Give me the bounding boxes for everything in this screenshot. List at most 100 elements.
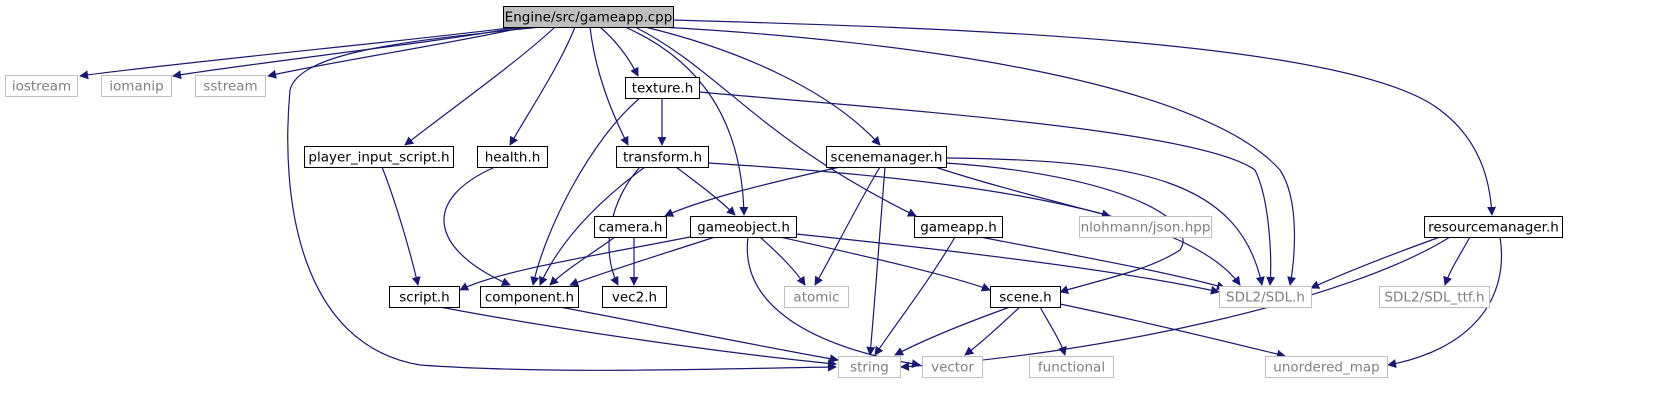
node-transform-h[interactable]: transform.h [616,146,709,168]
edge-texture-h-to-component-h [530,97,641,286]
edge-scenemanager-h-to-camera-h [664,166,841,217]
node-label: camera.h [599,220,663,236]
nodes-layer: Engine/src/gameapp.cpp iostream iomanip sst… [5,6,1563,378]
edge-player-input-script-h-to-script-h [381,166,421,286]
node-label: scenemanager.h [831,150,943,166]
node-box [304,146,454,168]
node-label: texture.h [632,81,694,97]
edge-component-h-to-string [559,306,839,364]
node-box [826,146,947,168]
node-sstream: sstream [195,75,266,97]
node-label: atomic [793,290,839,306]
node-component-h[interactable]: component.h [480,286,579,308]
edge-gameobject-h-to-script-h [459,234,701,291]
node-label: component.h [485,290,574,306]
node-label: functional [1038,360,1105,376]
edge-gameapp-h-to-sdl-h [979,236,1226,291]
node-box [616,146,709,168]
edge-scenemanager-h-to-scene-h [945,162,1184,294]
node-box [480,286,579,308]
edge-script-h-to-string [439,306,837,368]
node-atomic: atomic [784,286,849,308]
node-player-input-script-h[interactable]: player_input_script.h [304,146,454,168]
edge-gameapp-cpp-to-health-h [509,26,576,146]
node-label: resourcemanager.h [1428,220,1559,236]
edge-gameapp-cpp-to-texture-h [599,26,639,77]
node-label: Engine/src/gameapp.cpp [505,10,673,26]
edge-gameapp-cpp-to-string [287,26,837,372]
node-box [1219,286,1312,308]
node-box [838,356,901,378]
edge-gameapp-cpp-to-player-input-script-h [404,26,556,146]
node-box [503,6,674,28]
edge-gameobject-h-to-scene-h [779,236,991,292]
edges-layer [79,19,1502,372]
node-script-h[interactable]: script.h [389,286,460,308]
edge-gameobject-h-to-sdl-h [795,233,1220,295]
node-gameapp-h[interactable]: gameapp.h [914,216,1003,238]
node-label: scene.h [999,290,1051,306]
node-box [5,75,78,97]
edge-gameapp-cpp-to-transform-h [589,26,629,146]
edge-scene-h-to-unordered-map [1059,303,1286,359]
node-label: player_input_script.h [308,150,449,166]
edge-scenemanager-h-to-sdl-h [945,157,1265,286]
node-scene-h[interactable]: scene.h [990,286,1061,308]
node-texture-h[interactable]: texture.h [625,77,700,99]
edge-transform-h-to-gameobject-h [675,166,736,216]
edge-gameapp-h-to-string [874,236,956,356]
node-box [594,216,667,238]
node-label: health.h [485,150,541,166]
node-label: iomanip [109,79,163,95]
node-scenemanager-h[interactable]: scenemanager.h [826,146,947,168]
edge-transform-h-to-sdl-h [707,162,1241,286]
node-box [1265,356,1388,378]
edge-scenemanager-h-to-nlohmann-json [934,166,1111,219]
node-label: sstream [203,79,257,95]
edge-transform-h-to-component-h [539,166,646,286]
node-gameobject-h[interactable]: gameobject.h [690,216,797,238]
node-label: nlohmann/json.hpp [1081,220,1211,236]
node-health-h[interactable]: health.h [477,146,548,168]
edge-resourcemanager-h-to-unordered-map [1387,236,1502,368]
edge-scene-h-to-string [894,306,1011,356]
node-box [1379,286,1490,308]
node-box [1424,216,1563,238]
node-vector: vector [922,356,983,378]
edge-scene-h-to-vector [964,306,1021,356]
node-label: string [850,360,889,376]
edge-resourcemanager-h-to-sdl-h [1310,236,1441,289]
edge-texture-h-to-sdl-h [698,91,1276,286]
node-label: SDL2/SDL_ttf.h [1384,290,1484,306]
node-label: SDL2/SDL.h [1226,290,1305,306]
node-label: iostream [12,79,71,95]
edge-camera-h-to-component-h [549,236,616,286]
node-box [690,216,797,238]
node-iostream: iostream [5,75,78,97]
node-camera-h[interactable]: camera.h [594,216,667,238]
edge-resourcemanager-h-to-string [900,236,1451,372]
edge-gameapp-cpp-to-scenemanager-h [644,26,881,146]
edge-gameapp-cpp-to-iostream [79,26,517,80]
node-box [990,286,1061,308]
node-box [389,286,460,308]
node-label: gameobject.h [697,220,790,236]
node-box [195,75,266,97]
node-box [784,286,849,308]
edge-gameapp-cpp-to-resourcemanager-h [672,19,1497,216]
node-functional: functional [1029,356,1114,378]
node-box [602,286,667,308]
edge-gameapp-cpp-to-sstream [267,26,526,79]
node-gameapp-cpp[interactable]: Engine/src/gameapp.cpp [503,6,674,28]
node-vec2-h[interactable]: vec2.h [602,286,667,308]
edge-scenemanager-h-to-atomic [814,166,881,286]
edge-gameapp-cpp-to-sdl-h [659,26,1296,286]
node-label: script.h [399,290,449,306]
node-resourcemanager-h[interactable]: resourcemanager.h [1424,216,1563,238]
edge-scene-h-to-functional [1039,306,1067,356]
edge-gameobject-h-to-atomic [759,236,806,286]
node-sdl-ttf-h: SDL2/SDL_ttf.h [1379,286,1490,308]
edge-health-h-to-component-h [443,166,511,286]
node-box [1079,216,1212,238]
